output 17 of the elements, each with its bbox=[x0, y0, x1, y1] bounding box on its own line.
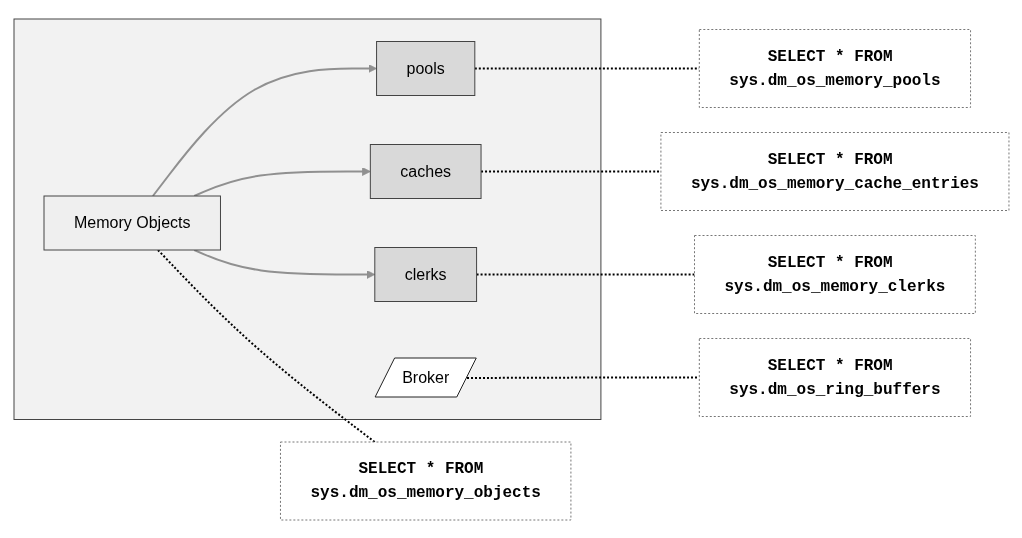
connector bbox=[475, 273, 695, 275]
cluster bbox=[13, 18, 601, 420]
node-box: pools bbox=[375, 40, 475, 96]
node-box: caches bbox=[369, 143, 482, 199]
node-box: SELECT * FROM sys.dm_os_memory_objects bbox=[279, 441, 571, 520]
arrow bbox=[192, 248, 375, 279]
connector bbox=[473, 67, 700, 69]
node-box: SELECT * FROM sys.dm_os_memory_pools bbox=[698, 28, 971, 108]
arrow bbox=[151, 63, 377, 197]
node-box: SELECT * FROM sys.dm_os_memory_clerks bbox=[693, 234, 976, 314]
node-box: clerks bbox=[373, 246, 477, 302]
connector bbox=[465, 376, 700, 379]
node-box: SELECT * FROM sys.dm_os_ring_buffers bbox=[698, 337, 971, 417]
node-box: Memory Objects bbox=[43, 195, 221, 250]
connector bbox=[479, 170, 662, 172]
connector bbox=[156, 248, 376, 443]
node-box: SELECT * FROM sys.dm_os_memory_cache_entries bbox=[659, 131, 1009, 211]
